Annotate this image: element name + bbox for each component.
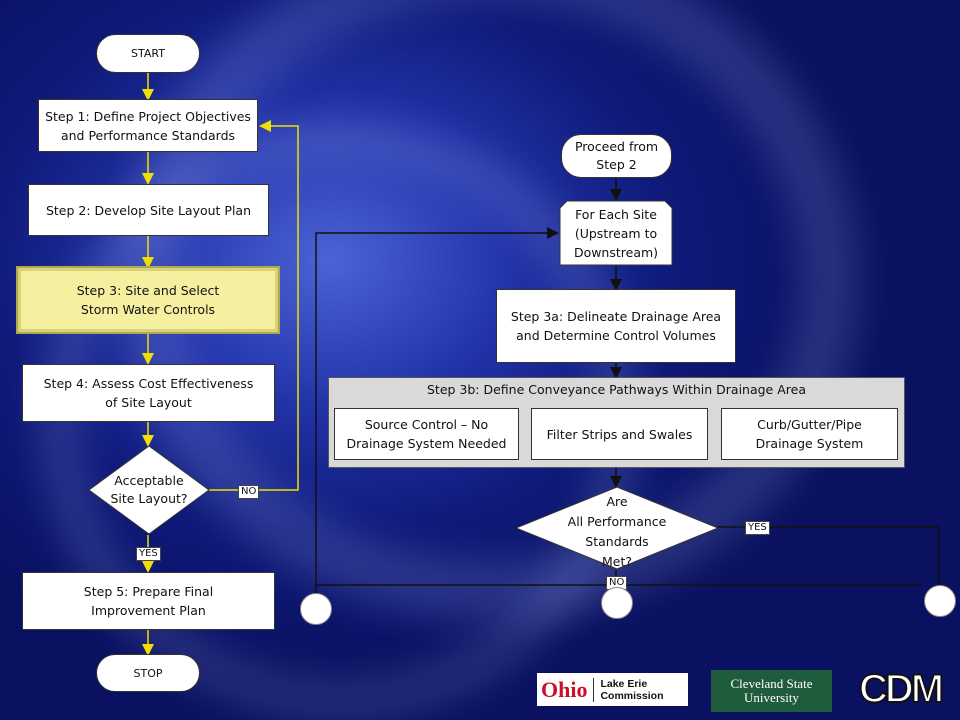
step-1-box: Step 1: Define Project Objectives and Pe… xyxy=(38,99,258,152)
step-4-box: Step 4: Assess Cost Effectiveness of Sit… xyxy=(22,364,275,422)
proceed-terminal: Proceed from Step 2 xyxy=(561,134,672,178)
lake-erie-commission-text: Lake Erie Commission xyxy=(600,677,664,702)
csu-wordmark: Cleveland State University xyxy=(730,676,813,705)
no-label-left: NO xyxy=(238,485,260,499)
for-each-site-label: For Each Site (Upstream to Downstream) xyxy=(573,206,659,260)
cdm-logo: CDM xyxy=(846,666,954,712)
acceptable-decision-label: Acceptable Site Layout? xyxy=(110,473,188,506)
for-each-site-shape xyxy=(559,200,673,266)
option-source-control: Source Control – No Drainage System Need… xyxy=(334,408,519,460)
step-5-box: Step 5: Prepare Final Improvement Plan xyxy=(22,572,275,630)
ohio-wordmark: Ohio xyxy=(541,676,588,702)
acceptable-decision-diamond xyxy=(88,445,210,535)
performance-decision-diamond xyxy=(515,486,719,570)
start-terminal: START xyxy=(96,34,200,73)
option-curb-gutter-pipe: Curb/Gutter/Pipe Drainage System xyxy=(721,408,898,460)
connector-circle-left xyxy=(300,593,332,625)
cleveland-state-logo: Cleveland State University xyxy=(711,670,832,712)
connector-circle-middle xyxy=(601,587,633,619)
step-3a-box: Step 3a: Delineate Drainage Area and Det… xyxy=(496,289,736,363)
logo-divider xyxy=(593,677,595,702)
step-3b-title: Step 3b: Define Conveyance Pathways With… xyxy=(426,382,806,397)
option-filter-strips: Filter Strips and Swales xyxy=(531,408,708,460)
performance-decision-label: Are All Performance Standards Met? xyxy=(567,494,667,569)
connector-circle-right xyxy=(924,585,956,617)
cdm-wordmark: CDM xyxy=(858,666,945,712)
yes-label-left: YES xyxy=(136,547,161,561)
step-3-box: Step 3: Site and Select Storm Water Cont… xyxy=(16,266,280,334)
stop-terminal: STOP xyxy=(96,654,200,692)
step-2-box: Step 2: Develop Site Layout Plan xyxy=(28,184,269,236)
ohio-lake-erie-logo: Ohio Lake Erie Commission xyxy=(537,673,688,706)
yes-label-right: YES xyxy=(745,521,770,535)
